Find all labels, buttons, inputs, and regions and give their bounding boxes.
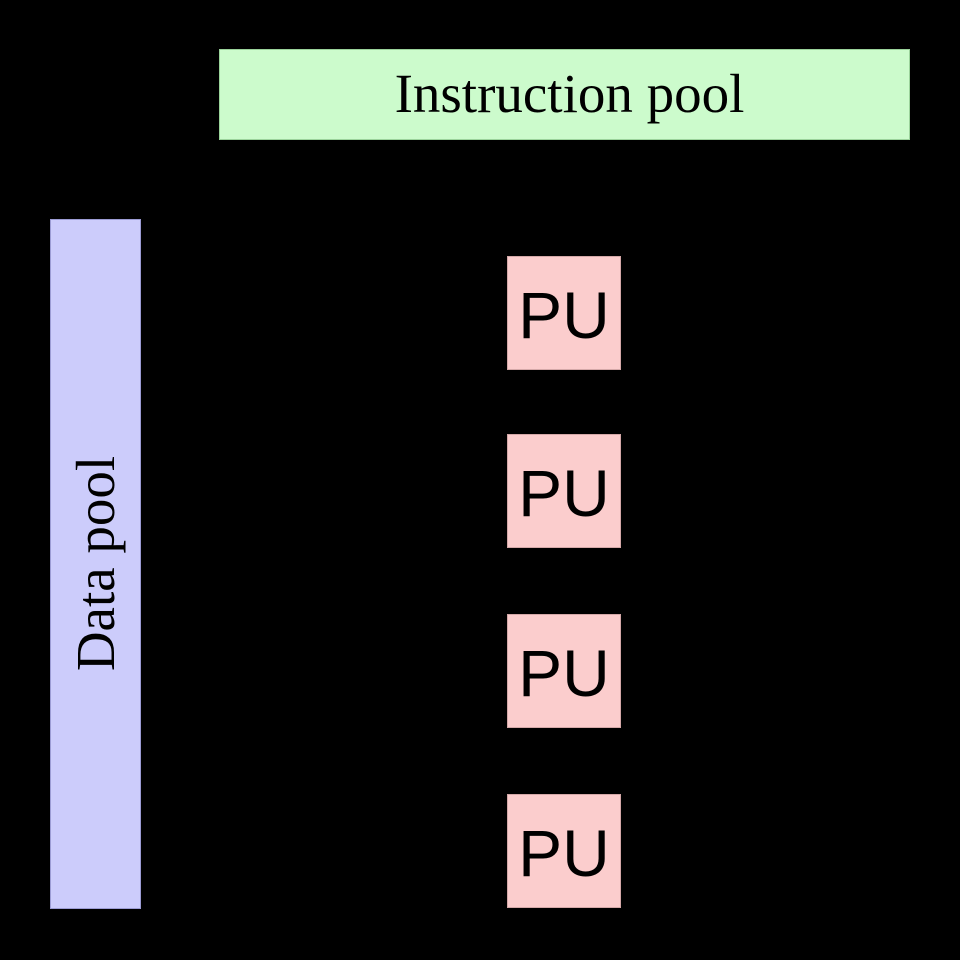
processing-unit-label: PU (518, 816, 610, 890)
processing-unit-label: PU (518, 278, 610, 352)
instruction-pool-bar: Instruction pool (219, 49, 910, 140)
data-pool-bar: Data pool (50, 219, 141, 909)
data-pool-label: Data pool (65, 455, 127, 671)
processing-unit-box: PU (507, 794, 621, 908)
processing-unit-box: PU (507, 256, 621, 370)
processing-unit-box: PU (507, 614, 621, 728)
processing-unit-column: PU PU PU PU (507, 256, 621, 908)
processing-unit-label: PU (518, 636, 610, 710)
instruction-pool-label: Instruction pool (394, 63, 745, 124)
processing-unit-label: PU (518, 456, 610, 530)
processing-unit-box: PU (507, 434, 621, 548)
